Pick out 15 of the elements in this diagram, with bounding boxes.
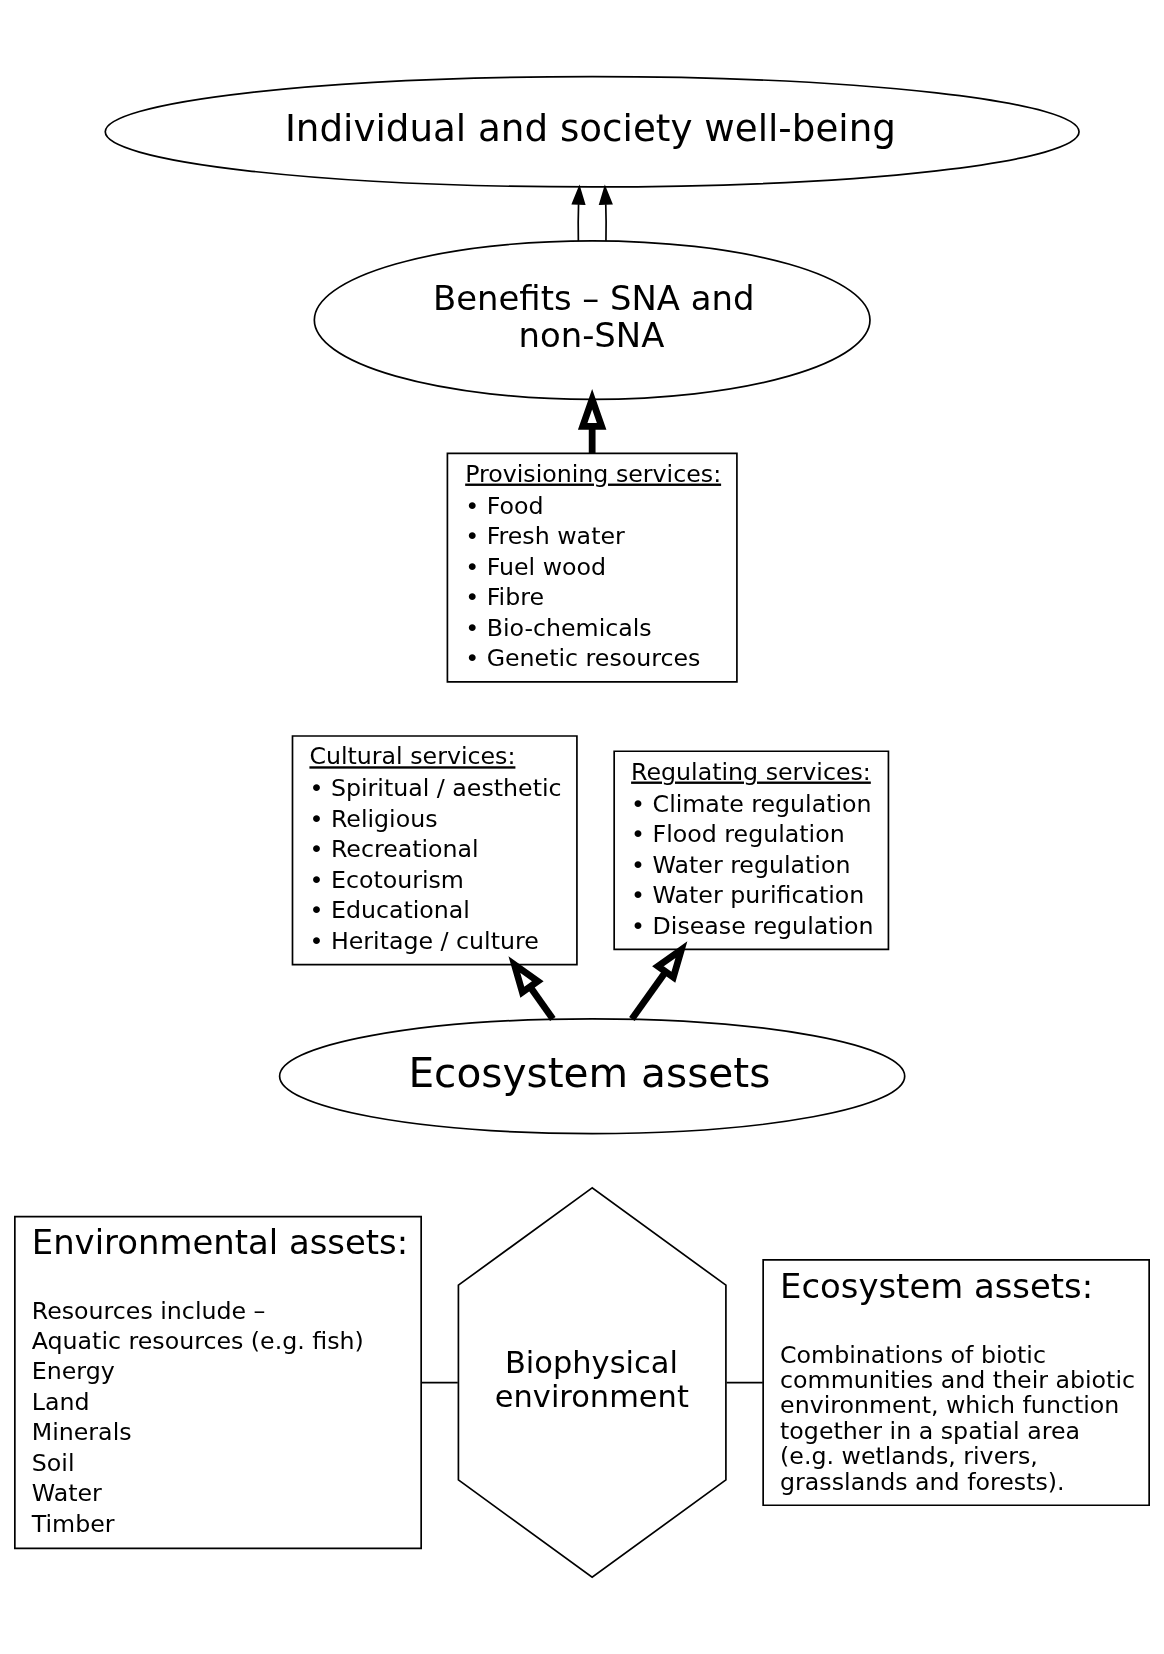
arrow bbox=[508, 956, 556, 1021]
node-box: Regulating services: • Climate regulation • Flood regulation • Water regulation • Water purification • Disease regulation bbox=[613, 750, 890, 951]
node-box: Provisioning services: • Food • Fresh water • Fuel wood • Fibre • Bio-chemicals • Genetic resources bbox=[446, 452, 738, 683]
node-ellipse: Individual and society well-being bbox=[104, 75, 1080, 188]
node-box: Environmental assets: Resources include – Aquatic resources (e.g. fish) Energy Land Minerals Soil Water Timber bbox=[14, 1215, 422, 1550]
arrow bbox=[571, 184, 586, 242]
node-box: Ecosystem assets: Combinations of biotic communities and their abiotic environment, which function together in a spatial area (e.g. wetlands, rivers, grasslands and forests). bbox=[762, 1258, 1150, 1507]
node-ellipse: Ecosystem assets bbox=[278, 1018, 906, 1135]
arrow bbox=[598, 184, 613, 242]
node-box: Cultural services: • Spiritual / aesthetic • Religious • Recreational • Ecotourism • Educational • Heritage / culture bbox=[291, 735, 578, 966]
arrow bbox=[577, 388, 607, 454]
connector bbox=[725, 1381, 764, 1384]
arrow bbox=[629, 941, 688, 1021]
node-ellipse: Benefits – SNA and non-SNA bbox=[313, 239, 871, 401]
connector bbox=[421, 1381, 459, 1384]
